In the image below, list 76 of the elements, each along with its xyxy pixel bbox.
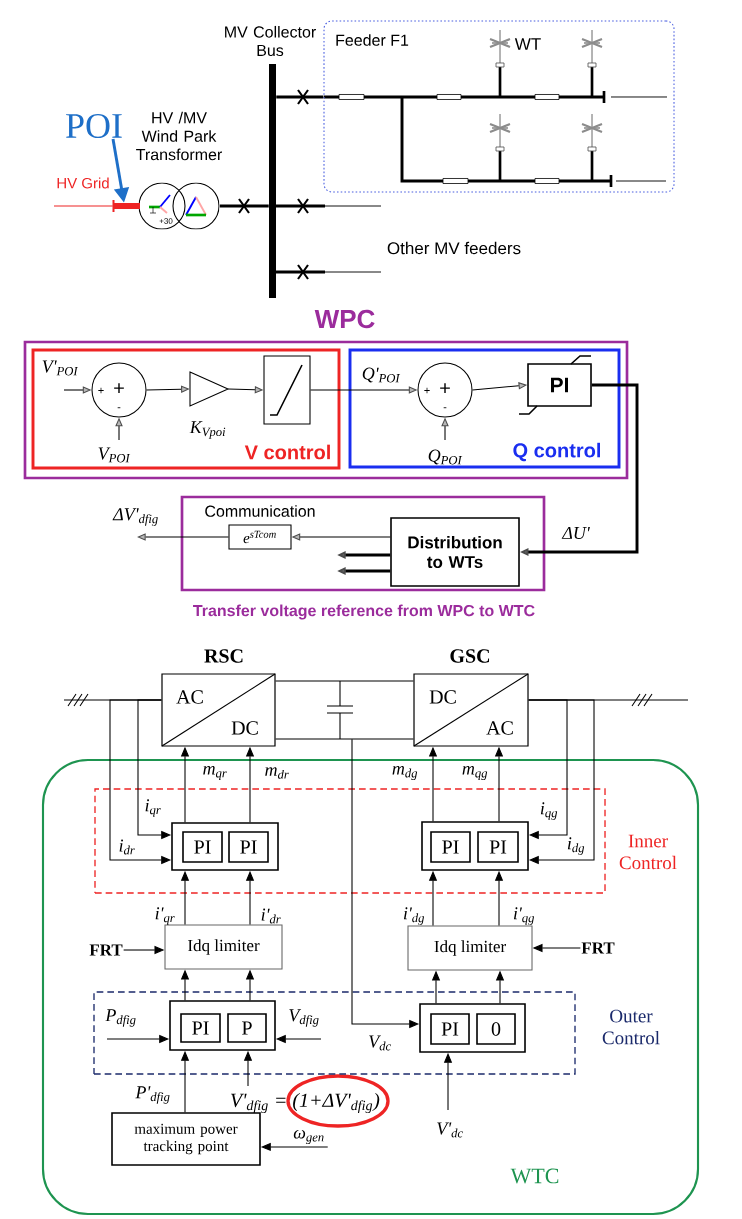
- arrow: [528, 699, 595, 865]
- text-label: Other MV feeders: [387, 241, 521, 255]
- controller-block: PI: [182, 831, 223, 863]
- controller-block: [419, 1003, 526, 1053]
- sum-junction: + + -: [91, 362, 147, 418]
- signal-label: i'$_{dr}$: [261, 908, 281, 924]
- text-label: HV Grid: [57, 177, 109, 189]
- converter-box: DC AC: [413, 673, 529, 747]
- phase-label: +30: [159, 218, 173, 224]
- signal-label: m$_{qg}$: [462, 766, 488, 780]
- signal-label: V'$_{dc}$: [437, 1122, 463, 1138]
- connector-line: [276, 95, 324, 99]
- controller-block: [169, 1000, 276, 1051]
- signal-label: P'$_{dfig}$: [135, 1086, 170, 1104]
- arrow: [528, 699, 568, 840]
- callout-label: POI: [66, 113, 122, 139]
- signal-label: P$_{dfig}$: [105, 1009, 136, 1027]
- block-heading: RSC: [204, 649, 243, 663]
- signal-label: V$_{POI}$: [98, 447, 131, 463]
- bus-heading: MV Collector Bus: [225, 25, 316, 57]
- limiter-block: [263, 355, 311, 425]
- signal-label: Q$_{POI}$: [428, 449, 463, 465]
- converter-box: AC DC: [161, 673, 276, 747]
- signal-label: m$_{dr}$: [265, 767, 289, 779]
- signal-label: V'$_{POI}$: [42, 360, 79, 376]
- connector-line: [275, 738, 414, 740]
- group-label: Outer Control: [602, 1009, 660, 1045]
- controller-block: PI: [477, 831, 519, 863]
- process-box: maximum power tracking point: [111, 1112, 261, 1166]
- connection-point: [112, 199, 140, 213]
- signal-label: i$_{dg}$: [567, 837, 585, 855]
- connector-line: [219, 204, 269, 208]
- signal-label: i$_{qr}$: [145, 799, 161, 817]
- process-box: Distribution to WTs: [390, 517, 520, 587]
- connector-line: [275, 680, 414, 682]
- signal-label: i'$_{dg}$: [403, 907, 425, 925]
- controller-block: PI: [180, 1013, 221, 1043]
- controller-block: P: [227, 1013, 267, 1043]
- signal-label: V$_{dc}$: [369, 1035, 391, 1051]
- controller-block: PI: [430, 1013, 470, 1045]
- block-heading: GSC: [450, 649, 490, 663]
- signal-label: V'$_{dfig}$ = (1+ΔV'$_{dfig}$): [231, 1092, 380, 1114]
- controller-block: PI: [518, 355, 592, 415]
- input-label: FRT: [581, 942, 615, 954]
- limiter-block: Idq limiter: [407, 925, 533, 971]
- signal-label: ΔV'$_{dfig}$: [112, 508, 158, 526]
- controller-block: PI: [228, 831, 269, 863]
- input-label: ω$_{gen}$: [293, 1130, 324, 1144]
- signal-label: ΔU': [561, 527, 590, 539]
- connector-line: [63, 699, 162, 701]
- signal-label: m$_{dg}$: [392, 766, 418, 780]
- controller-block: PI: [430, 831, 471, 863]
- frame-label: Transfer voltage reference from WPC to WTC: [193, 604, 535, 620]
- signal-label: V$_{dfig}$: [289, 1009, 319, 1027]
- group-heading: WPC: [314, 309, 375, 329]
- signal-label: i'$_{qg}$: [513, 907, 535, 925]
- signal-label: i$_{dr}$: [119, 839, 135, 855]
- gain-label: K$_{Vpoi}$: [189, 421, 226, 439]
- limiter-block: Idq limiter: [164, 924, 283, 970]
- symbol-heading: HV /MV Wind Park Transformer: [136, 111, 222, 161]
- text-label: WT: [514, 38, 541, 50]
- controller-block: [171, 822, 279, 871]
- arrow: [137, 533, 229, 541]
- controller-block: 0: [476, 1013, 516, 1045]
- delay-block: e$^{sTcom}$: [228, 524, 292, 550]
- group-label: Inner Control: [619, 834, 677, 870]
- sum-junction: + + -: [417, 362, 473, 418]
- signal-label: m$_{qr}$: [203, 766, 227, 780]
- input-label: FRT: [89, 944, 123, 956]
- capacitor-symbol: [326, 680, 354, 740]
- controller-block: [421, 821, 529, 871]
- connector-line: [53, 205, 114, 207]
- signal-label: i'$_{qr}$: [155, 907, 175, 925]
- connector-line: [528, 699, 689, 701]
- signal-label: Q'$_{POI}$: [362, 367, 401, 383]
- signal-label: i$_{qg}$: [540, 802, 558, 820]
